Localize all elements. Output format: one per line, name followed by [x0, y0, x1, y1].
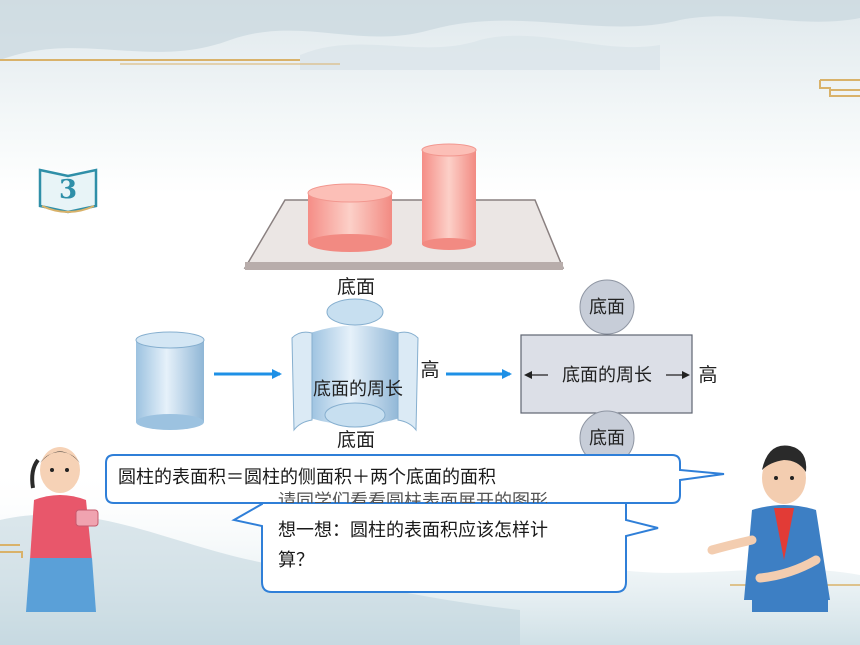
girl-shirt — [30, 495, 92, 560]
lateral-surface — [310, 325, 400, 425]
lateral-flap-left — [291, 331, 313, 432]
boy-trousers — [752, 598, 828, 612]
gold-corner-ornament-left — [0, 551, 23, 558]
short-cylinder-top — [307, 183, 393, 203]
girl-face — [40, 447, 80, 493]
detached-bottom-base — [324, 402, 386, 428]
girl-skirt — [26, 558, 96, 612]
label-rect-circumference: 底面的周长 — [562, 365, 652, 386]
label-rect-height: 高 — [698, 364, 717, 386]
girl-student-figure — [26, 447, 99, 612]
example-number: 3 — [59, 175, 77, 205]
table-top — [243, 199, 565, 269]
girl-eye-right — [65, 468, 69, 472]
label-rect-base-top: 底面 — [589, 297, 625, 318]
plain-cylinder — [135, 331, 205, 430]
boy-answer-text: 圆柱的表面积＝圆柱的侧面积＋两个底面的面积 — [118, 467, 496, 488]
plain-cylinder-body — [136, 340, 204, 422]
girl-ponytail — [30, 458, 40, 489]
cylinders-on-table — [243, 143, 565, 270]
girl-notebook — [75, 509, 99, 527]
cylinder-net — [520, 279, 693, 466]
lateral-flap-right — [397, 331, 419, 432]
mountain-mid-wash — [300, 35, 660, 70]
boy-hand-right — [755, 555, 821, 583]
boy-red-scarf — [774, 508, 794, 560]
opening-cylinder — [291, 298, 419, 432]
dim-arrowhead-right — [682, 371, 690, 379]
girl-eye-left — [50, 468, 54, 472]
example-badge: 3 — [38, 168, 98, 214]
girl-hair — [40, 451, 80, 463]
label-rect-base-bottom: 底面 — [589, 428, 625, 449]
table-edge — [245, 262, 563, 270]
boy-student-figure — [707, 445, 830, 612]
girl-question-line3: 算？ — [278, 550, 314, 571]
net-base-circle-top — [579, 279, 635, 335]
tall-cylinder-top — [421, 143, 477, 157]
label-height-mid: 高 — [420, 359, 439, 381]
boy-hand-left — [707, 535, 757, 555]
boy-eye-right — [790, 476, 794, 480]
tall-cylinder-body — [422, 150, 476, 244]
boy-eye-left — [774, 476, 778, 480]
label-base-bottom: 底面 — [337, 429, 375, 451]
arrow-unfold-1 — [214, 369, 282, 379]
boy-speech-bubble — [105, 454, 725, 504]
book-icon — [38, 168, 98, 214]
plain-cylinder-top — [135, 331, 205, 349]
dim-arrowhead-left — [524, 371, 532, 379]
tall-cylinder-bottom — [422, 238, 476, 250]
mountain-top-wash — [0, 0, 860, 60]
detached-top-base — [326, 298, 384, 326]
short-cylinder-bottom — [308, 234, 392, 252]
net-lateral-rectangle — [520, 334, 693, 414]
plain-cylinder-bottom — [136, 414, 204, 430]
girl-question-line2: 想一想：圆柱的表面积应该怎样计 — [278, 520, 548, 541]
arrow-unfold-2 — [446, 369, 512, 379]
mountain-bottom-left — [0, 514, 520, 645]
label-base-top: 底面 — [337, 276, 375, 298]
girl-question-line1: 请同学们看看圆柱表面展开的图形 — [278, 491, 548, 503]
gold-corner-ornament-right — [819, 79, 860, 97]
boy-face — [762, 452, 806, 504]
label-circumference-mid: 底面的周长 — [313, 379, 403, 400]
book-icon-trim — [41, 205, 95, 214]
boy-hair — [762, 445, 807, 472]
